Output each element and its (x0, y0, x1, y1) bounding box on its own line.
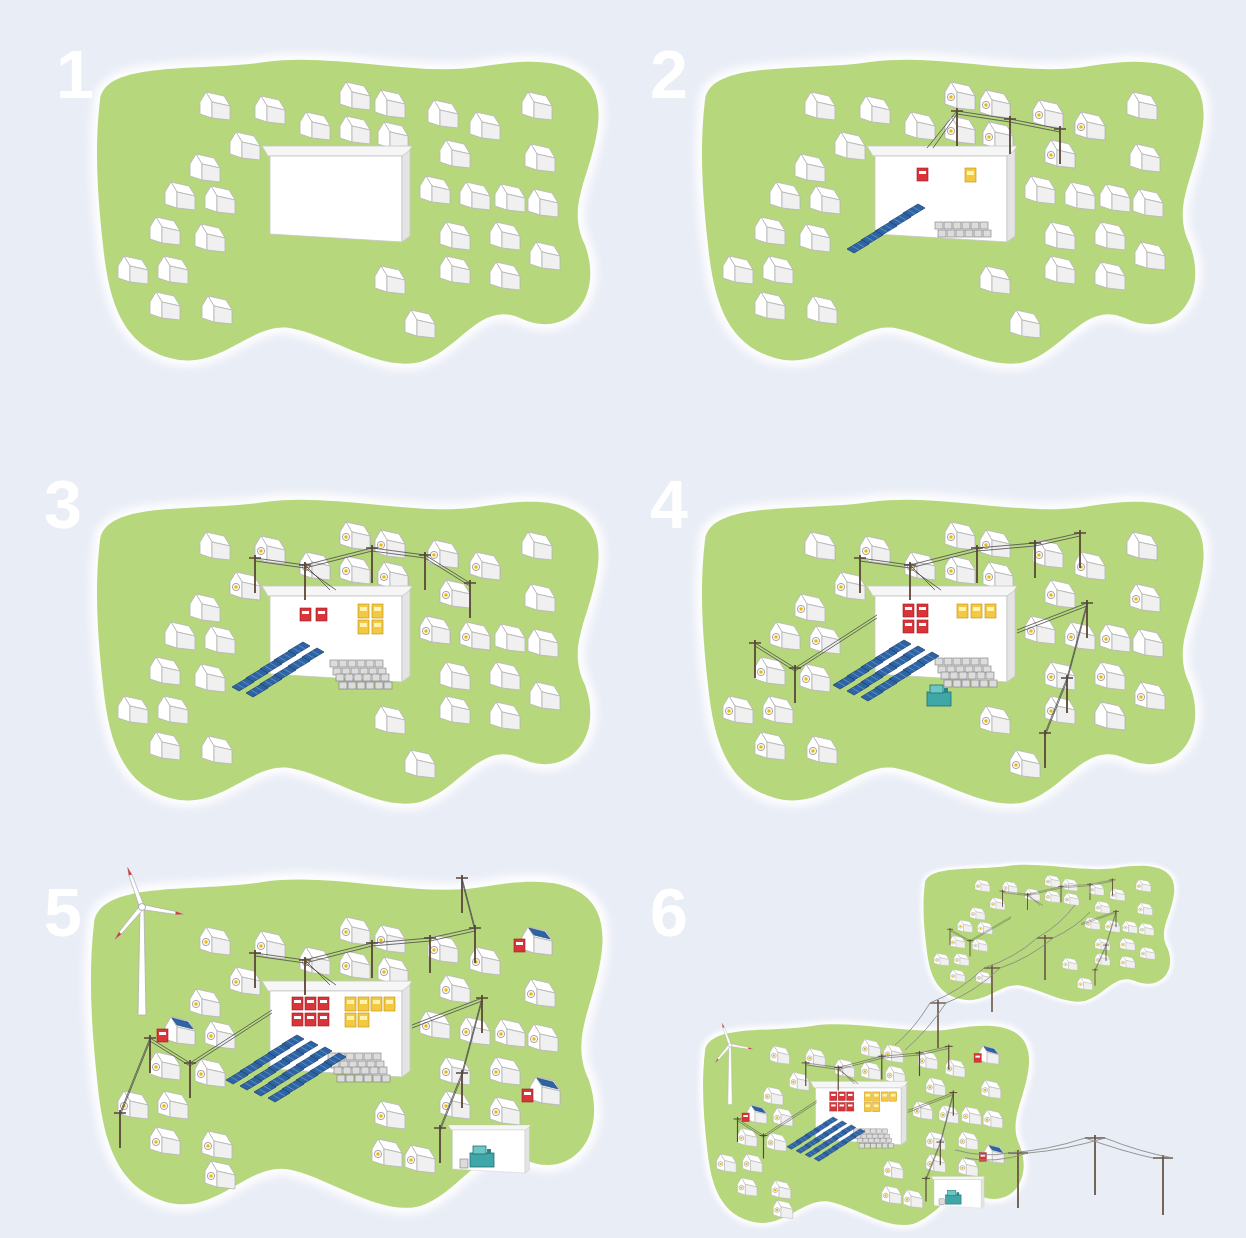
pole-post (1017, 1150, 1019, 1208)
neighbour-village (923, 865, 1174, 1002)
power-wire (927, 111, 1060, 148)
lit-house (340, 522, 370, 550)
charge-controller (358, 604, 369, 618)
inverter (917, 604, 928, 617)
charge-controller (372, 620, 383, 634)
solar-row (847, 204, 925, 253)
wind-turbine (714, 1023, 753, 1105)
house (1133, 629, 1163, 657)
diesel-generator (927, 685, 951, 706)
village-ground (702, 60, 1204, 364)
stage-number: 4 (650, 470, 688, 538)
power-house (262, 146, 412, 242)
pole-post (937, 1000, 939, 1048)
stage-5 (91, 875, 603, 1208)
battery-bank (941, 672, 997, 687)
full-mini-grid (717, 1039, 1004, 1219)
inverter (917, 620, 928, 633)
full-mini-grid (118, 917, 560, 1189)
battery-bank (336, 674, 392, 689)
house (1095, 702, 1125, 730)
wind-turbine (113, 867, 184, 1015)
inverter (917, 168, 928, 181)
lit-house (1075, 112, 1105, 140)
stage-number: 6 (650, 878, 688, 946)
pole-crossbar (930, 1002, 946, 1003)
house (805, 532, 835, 560)
stage-6 (703, 865, 1174, 1225)
lit-house (980, 90, 1010, 118)
power-wire (955, 1138, 1173, 1160)
battery-bank (935, 222, 991, 237)
lit-house-cluster (723, 522, 1165, 778)
stage-4 (702, 500, 1204, 804)
stage-2 (702, 60, 1204, 364)
transmission-line (895, 905, 1173, 1215)
pole-post (1044, 935, 1046, 980)
lit-house (420, 616, 450, 644)
charge-controller (971, 604, 982, 618)
pole-post (1094, 1135, 1096, 1195)
distribution-grid (947, 879, 1119, 986)
lit-house (470, 552, 500, 580)
house-cluster (118, 522, 560, 778)
lit-house (340, 556, 370, 584)
charge-controller (985, 604, 996, 618)
stage-number: 5 (44, 878, 82, 946)
village-ground (91, 879, 603, 1207)
village-ground (703, 1024, 1029, 1225)
power-wire (255, 548, 470, 590)
lit-house (375, 530, 405, 558)
solar-row (246, 648, 324, 697)
inverter (903, 620, 914, 633)
stage-number: 2 (650, 40, 688, 108)
pole-post (991, 965, 993, 1012)
power-pole (249, 555, 261, 593)
lit-house (1033, 100, 1063, 128)
village-ground (923, 865, 1174, 1002)
charge-controller (372, 604, 383, 618)
power-wire (895, 905, 1090, 1050)
stage-number: 3 (44, 470, 82, 538)
lit-house-cluster (934, 875, 1155, 990)
power-house (262, 586, 412, 682)
charge-controller (358, 620, 369, 634)
lit-house (460, 622, 490, 650)
house (1127, 532, 1157, 560)
inverter (316, 608, 327, 621)
stage-number: 1 (56, 40, 94, 108)
lit-house (945, 82, 975, 110)
lit-house (428, 540, 458, 568)
solar-row (861, 652, 939, 701)
battery-bank (935, 658, 991, 673)
inverter (903, 604, 914, 617)
village-ground (97, 500, 599, 804)
battery-bank (330, 660, 386, 675)
inverter (300, 608, 311, 621)
lit-house (440, 580, 470, 608)
pole-post (1162, 1155, 1164, 1215)
house-cluster (723, 82, 1165, 338)
main-village (703, 1024, 1029, 1225)
house-cluster (118, 82, 560, 338)
stage-3 (97, 500, 599, 804)
village-ground (97, 60, 599, 364)
village-ground (702, 500, 1204, 804)
charge-controller (965, 168, 976, 182)
stage-1 (97, 60, 599, 364)
distribution-grid (749, 530, 1093, 768)
charge-controller (957, 604, 968, 618)
pole-crossbar (1037, 937, 1053, 938)
